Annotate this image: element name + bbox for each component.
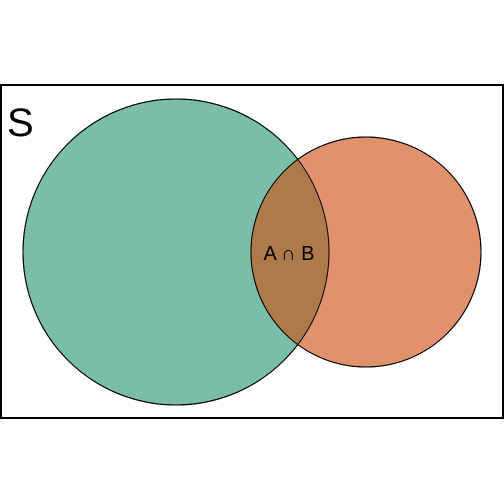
set-a-outline <box>22 98 330 406</box>
set-b-outline <box>250 136 482 368</box>
universe-label: S <box>7 101 34 145</box>
intersection-region <box>251 137 329 367</box>
intersection-label: A ∩ B <box>263 243 314 265</box>
